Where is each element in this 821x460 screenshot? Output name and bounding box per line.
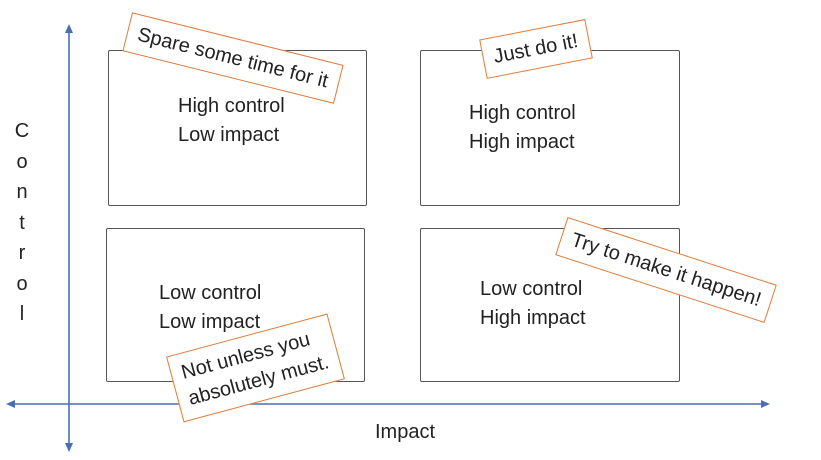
- quadrant-label-line: High impact: [480, 307, 586, 329]
- quadrant-label-line: Low control: [480, 278, 583, 300]
- y-axis-label-letter: t: [19, 211, 25, 234]
- y-axis-label-letter: o: [16, 272, 28, 295]
- quadrant-label-line: High control: [178, 95, 285, 117]
- y-axis-label-letter: o: [16, 150, 28, 173]
- x-axis-label: Impact: [375, 421, 436, 443]
- quadrant-label-line: High impact: [469, 131, 575, 153]
- y-axis-label-letter: n: [16, 181, 28, 203]
- quadrant-label-high-control-high-impact: High control High impact: [469, 99, 576, 157]
- quadrant-label-low-control-low-impact: Low control Low impact: [159, 279, 261, 337]
- quadrant-label-low-control-high-impact: Low control High impact: [480, 275, 586, 333]
- quadrant-label-line: Low control: [159, 282, 262, 304]
- quadrant-low-control-high-impact: [420, 228, 680, 382]
- quadrant-label-line: Low impact: [159, 311, 261, 333]
- quadrant-high-control-high-impact: [420, 50, 680, 206]
- y-axis-label-letter: C: [14, 120, 30, 142]
- y-axis-label-letter: l: [19, 303, 25, 325]
- y-axis-label-letter: r: [18, 242, 26, 264]
- quadrant-label-line: High control: [469, 102, 576, 124]
- quadrant-label-line: Low impact: [178, 124, 280, 146]
- quadrant-label-high-control-low-impact: High control Low impact: [178, 92, 285, 150]
